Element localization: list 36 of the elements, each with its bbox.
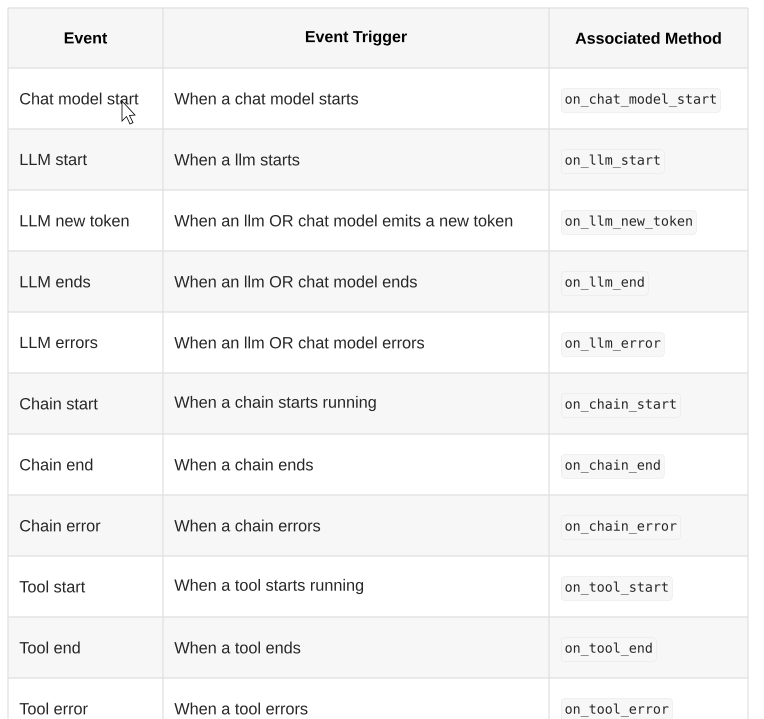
table-text: LLM errors	[20, 336, 98, 348]
code-chip: on_tool_end	[561, 637, 656, 662]
code-chip: on_llm_end	[561, 271, 648, 296]
table-text: Tool end	[20, 642, 80, 654]
table-text: When a llm starts	[174, 154, 300, 166]
column-header: Event Trigger	[306, 30, 407, 46]
column-header: Event	[64, 32, 108, 44]
code-chip: on_llm_new_token	[561, 210, 697, 235]
table-text: When a chat model starts	[174, 92, 358, 104]
code-chip: on_chain_end	[561, 454, 665, 479]
table-text: LLM start	[20, 154, 87, 166]
table-text: When a chain starts running	[174, 396, 376, 412]
table-text: When an llm OR chat model emits a new token	[174, 214, 512, 226]
code-chip: on_llm_start	[561, 149, 665, 174]
table-text: Chain start	[20, 398, 98, 410]
code-chip: on_chain_start	[561, 393, 681, 418]
table-text: Tool start	[20, 580, 86, 592]
table-text: When an llm OR chat model errors	[174, 336, 424, 348]
code-chip: on_llm_error	[561, 332, 665, 357]
column-header: Associated Method	[576, 32, 721, 44]
code-chip: on_tool_error	[561, 698, 673, 719]
table-text: Chain error	[20, 520, 100, 532]
table-text: When a tool starts running	[174, 578, 364, 594]
code-chip: on_chat_model_start	[561, 88, 721, 113]
table-text: Chat model start	[20, 92, 138, 104]
table-text: Tool error	[20, 702, 88, 714]
table-text: Chain end	[20, 458, 92, 470]
table-text: When a chain errors	[174, 520, 320, 532]
table-text: When a tool ends	[174, 642, 300, 654]
table-text: When a chain ends	[174, 458, 313, 470]
table-text: When an llm OR chat model ends	[174, 276, 417, 288]
code-chip: on_tool_start	[561, 576, 673, 601]
table-text: LLM new token	[20, 214, 128, 226]
table-text: When a tool errors	[174, 702, 308, 714]
code-chip: on_chain_error	[561, 515, 681, 540]
table-text: LLM ends	[20, 276, 90, 288]
